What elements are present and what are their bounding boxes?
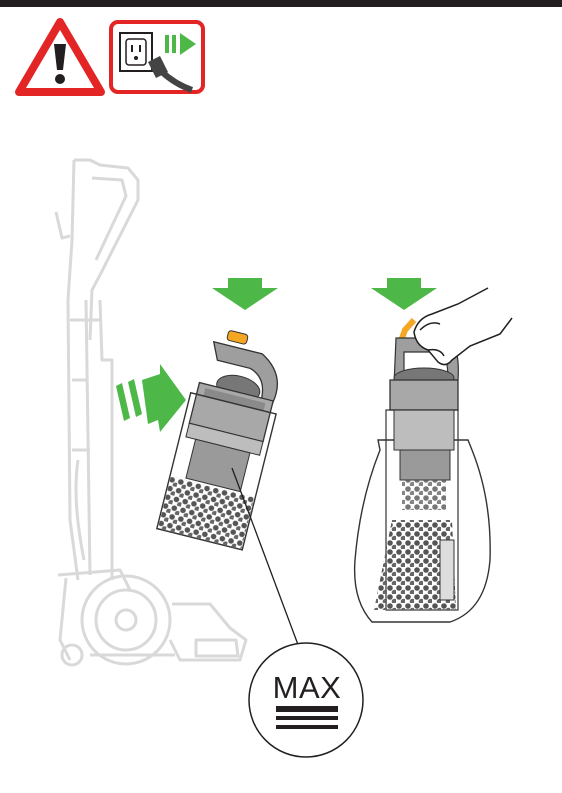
clear-bin-removed (157, 325, 293, 550)
max-line-3 (276, 725, 338, 729)
hand-holding-bin (414, 288, 512, 365)
arrow-down-icon (371, 278, 437, 310)
arrow-down-icon (212, 278, 278, 310)
max-fill-badge: MAX (249, 643, 363, 757)
header-bar (0, 0, 562, 7)
unplug-from-outlet-icon (111, 22, 203, 92)
max-fill-label: MAX (273, 670, 342, 705)
max-line-2 (276, 716, 338, 720)
bin-emptying-into-bag (355, 320, 491, 622)
warning-triangle-icon (19, 22, 101, 92)
max-line-1 (276, 706, 338, 712)
zoom-leader-line (232, 468, 300, 650)
arrow-right-icon (116, 364, 186, 432)
